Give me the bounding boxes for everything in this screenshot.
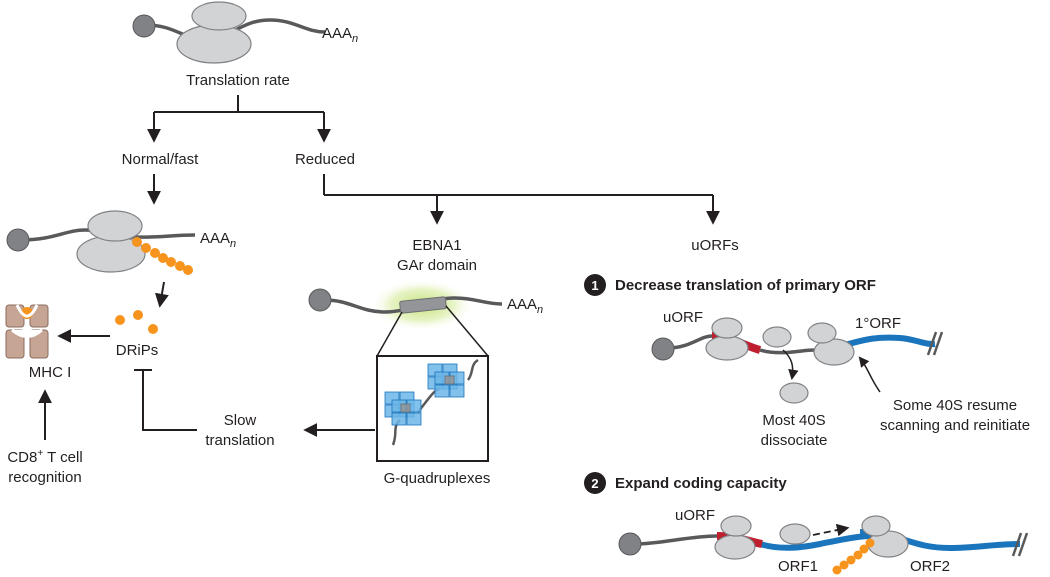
normal-fast-label: Normal/fast (122, 151, 200, 168)
nascent-peptide-chain (132, 237, 193, 275)
panel1-mrna-mid (759, 348, 816, 355)
left-5prime-cap (6, 228, 30, 252)
panel2-scanning-arrow (812, 523, 850, 537)
panel1-mrna (651, 317, 944, 404)
panel2-ribosome-uorf-small (714, 534, 756, 560)
panel1-uorf-label: uORF (663, 309, 703, 326)
panel1-mrna-end-mark (926, 331, 944, 356)
panel2-5prime-cap (618, 532, 642, 556)
panel2-ribosome-uorf-large (720, 515, 752, 537)
panel1-number: 1 (591, 278, 598, 293)
panel2-orf1-segment (759, 532, 881, 551)
cd8-label-line2: recognition (8, 469, 81, 486)
peptide-to-drips-arrow (155, 281, 169, 308)
panel2-mrna (618, 515, 1029, 575)
panel2-title: Expand coding capacity (615, 475, 787, 492)
mhc-label: MHC I (29, 364, 72, 381)
panel1-heading: 1 Decrease translation of primary ORF (584, 274, 876, 296)
ebna1-5prime-cap (308, 288, 332, 312)
panel1-dissociate-line1: Most 40S (762, 412, 825, 429)
reduced-label: Reduced (295, 151, 355, 168)
panel1-40s-scanning (762, 326, 792, 348)
panel1-title: Decrease translation of primary ORF (615, 277, 876, 294)
g-quadruplex-structures (384, 358, 479, 446)
panel2-orf2-label: ORF2 (910, 558, 950, 575)
left-ribosome-large-subunit (87, 210, 143, 242)
g-quadruplex-2 (427, 363, 465, 398)
panel1-number-badge (584, 274, 606, 296)
panel1-dissociate-arrow (782, 349, 799, 381)
slow-translation-inhibition (134, 369, 197, 431)
top-mrna-ribosome: AAAn (132, 1, 358, 64)
ebna1-poly-a-tail: AAAn (507, 296, 543, 316)
g-quadruplexes-label: G-quadruplexes (384, 470, 491, 487)
panel1-ribosome-uorf-large (711, 317, 743, 339)
panel1-resume-line1: Some 40S resume (893, 397, 1017, 414)
panel2-uorf-label: uORF (675, 507, 715, 524)
mhc-molecule (5, 304, 49, 359)
panel1-orf-label: 1°ORF (855, 315, 901, 332)
ebna1-mrna: AAAn (308, 279, 543, 331)
slow-translation-line1: Slow (224, 412, 257, 429)
panel1-ribosome-uorf-small (705, 335, 749, 361)
panel2-mrna-end-mark (1011, 532, 1029, 557)
panel2-ribosome-orf2-large (861, 515, 891, 537)
uorfs-label: uORFs (691, 237, 739, 254)
rate-branch-connector (147, 95, 331, 143)
panel2-number-badge (584, 472, 606, 494)
translation-rate-label: Translation rate (186, 72, 290, 89)
panel2-orf1-label: ORF1 (778, 558, 818, 575)
top-ribosome-large-subunit (191, 1, 247, 31)
left-mrna-ribosome: AAAn (6, 210, 236, 275)
drips-label: DRiPs (116, 342, 159, 359)
panel2-heading: 2 Expand coding capacity (584, 472, 787, 494)
panel1-ribosome-orf-large (807, 322, 837, 344)
g-quadruplex-1 (384, 391, 422, 426)
panel1-mrna-5prime (667, 334, 713, 350)
top-poly-a-tail: AAAn (322, 25, 358, 45)
slow-translation-line2: translation (205, 432, 274, 449)
drips-fragments (115, 310, 158, 334)
panel1-reinitiate-arrow (858, 356, 881, 393)
top-5prime-cap (132, 14, 156, 38)
panel2-nascent-peptide (832, 538, 875, 575)
left-poly-a-tail: AAAn (200, 230, 236, 250)
panel1-5prime-cap (651, 337, 675, 361)
panel2-mrna-5prime (634, 534, 718, 546)
panel2-40s-scanning (779, 523, 811, 545)
gar-domain-label: GAr domain (397, 257, 477, 274)
cd8-label-line1: CD8+ T cell (7, 448, 82, 466)
gar-domain-segment (399, 296, 447, 314)
panel1-dissociate-line2: dissociate (761, 432, 828, 449)
top-ribosome-small-subunit (176, 24, 252, 64)
zoom-lines (376, 305, 489, 357)
reduced-branch-connector (323, 174, 720, 225)
panel1-resume-line2: scanning and reinitiate (880, 417, 1030, 434)
panel1-dissociated-40s (779, 382, 809, 404)
ebna1-label: EBNA1 (412, 237, 461, 254)
panel2-number: 2 (591, 476, 598, 491)
